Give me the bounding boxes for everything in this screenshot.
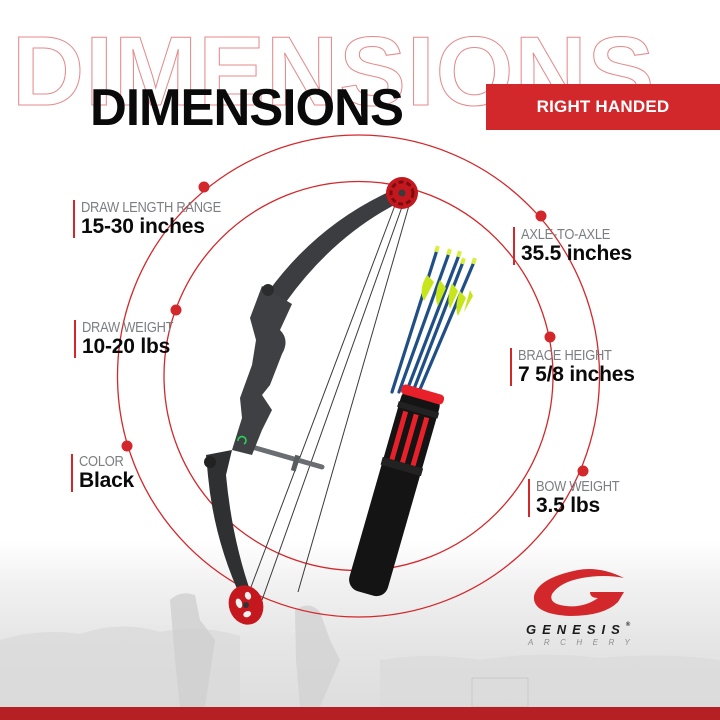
spec-bow-weight: BOW WEIGHT 3.5 lbs xyxy=(528,479,633,517)
marker-dot-axle-to-axle xyxy=(535,210,547,222)
spec-value: 7 5/8 inches xyxy=(518,363,635,386)
bottom-cam xyxy=(228,585,264,625)
spec-label: BRACE HEIGHT xyxy=(518,347,612,364)
bow-strings xyxy=(244,189,413,604)
outer-ring xyxy=(116,134,601,618)
spec-value: 15-30 inches xyxy=(81,215,205,238)
genesis-g-mark-icon xyxy=(533,569,624,616)
spec-value: 3.5 lbs xyxy=(536,494,600,517)
spec-draw-length-range: DRAW LENGTH RANGE 15-30 inches xyxy=(73,200,244,238)
spec-value: 35.5 inches xyxy=(521,242,633,265)
page-title: DIMENSIONS xyxy=(90,79,404,137)
bow-riser xyxy=(232,286,292,455)
marker-dot-brace-height xyxy=(544,331,556,343)
spec-label: DRAW WEIGHT xyxy=(82,319,174,336)
marker-dot-draw-length xyxy=(198,181,210,193)
brand-tagline: ARCHERY xyxy=(528,638,641,647)
spec-label: COLOR xyxy=(79,453,124,470)
handedness-label: RIGHT HANDED xyxy=(536,97,670,116)
arrows xyxy=(390,245,477,396)
brand-name: GENESIS xyxy=(526,622,626,637)
top-cam xyxy=(386,177,418,209)
marker-dot-bow-weight xyxy=(577,465,589,477)
spec-label: AXLE-TO-AXLE xyxy=(521,226,611,243)
quiver xyxy=(349,384,445,597)
spec-brace-height: BRACE HEIGHT 7 5/8 inches xyxy=(510,348,635,386)
spec-axle-to-axle: AXLE-TO-AXLE 35.5 inches xyxy=(513,227,632,265)
marker-dot-draw-weight xyxy=(170,304,182,316)
spec-value: 10-20 lbs xyxy=(82,335,171,358)
stabilizer-rod xyxy=(249,444,325,470)
genesis-archery-logo: GENESIS® ARCHERY xyxy=(520,566,650,656)
spec-color: COLOR Black xyxy=(71,454,134,492)
lower-limb xyxy=(206,450,252,600)
footer-accent-bar xyxy=(0,707,720,720)
spec-value: Black xyxy=(79,469,135,492)
spec-label: DRAW LENGTH RANGE xyxy=(81,199,221,216)
upper-limb xyxy=(268,186,408,302)
handedness-banner: RIGHT HANDED xyxy=(486,84,720,130)
spec-draw-weight: DRAW WEIGHT 10-20 lbs xyxy=(74,320,188,358)
marker-dot-color xyxy=(121,440,133,452)
spec-label: BOW WEIGHT xyxy=(536,478,620,495)
